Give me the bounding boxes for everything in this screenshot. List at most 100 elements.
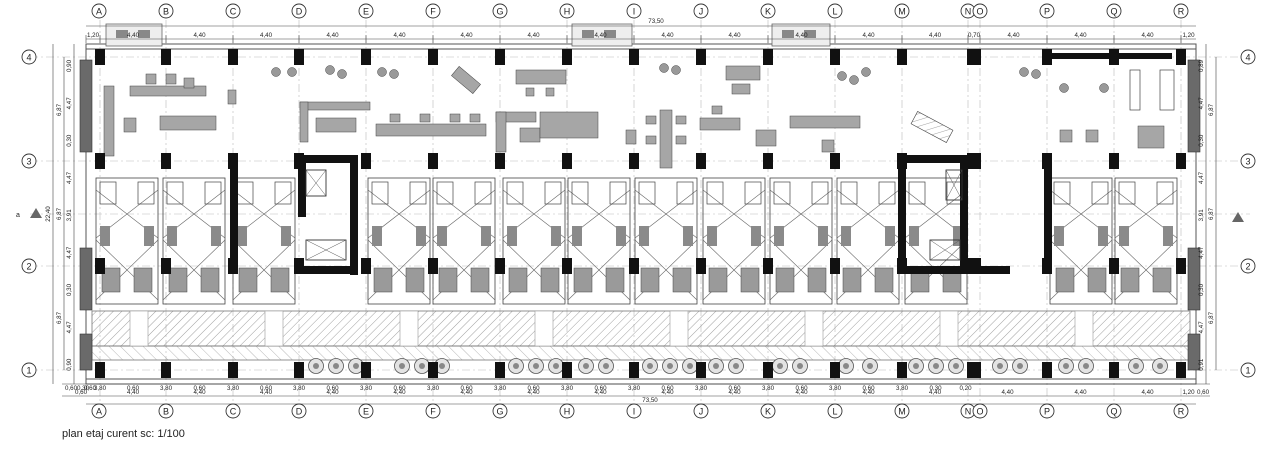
column bbox=[95, 49, 105, 65]
column bbox=[1176, 362, 1186, 378]
sanitary-module bbox=[1114, 177, 1178, 305]
dim-axis-span: 4,40 bbox=[862, 389, 875, 396]
desk bbox=[129, 85, 207, 97]
tree-core bbox=[1083, 363, 1089, 369]
grid-bubble-bottom: K bbox=[760, 403, 776, 419]
end-wall-panel bbox=[79, 333, 93, 371]
dim-bottom-span: 0,30 bbox=[77, 385, 90, 392]
bubble-label: 4 bbox=[26, 53, 31, 63]
column bbox=[696, 362, 706, 378]
dim-top-span: 4,40 bbox=[594, 32, 607, 39]
column bbox=[897, 49, 907, 65]
pingpong-table bbox=[910, 111, 954, 143]
bench bbox=[874, 267, 894, 293]
bubble-label: 1 bbox=[26, 366, 31, 376]
tree-core bbox=[603, 363, 609, 369]
module-frame bbox=[567, 177, 631, 305]
grid-bubble-top: I bbox=[626, 3, 642, 19]
module-frame bbox=[769, 177, 833, 305]
balcony bbox=[105, 23, 163, 47]
grid-bubble-bottom: B bbox=[158, 403, 174, 419]
bubble-circle bbox=[21, 49, 37, 65]
bench bbox=[470, 267, 490, 293]
bench bbox=[842, 267, 862, 293]
wc-cubicle bbox=[676, 181, 694, 205]
grid-bubble-top: B bbox=[158, 3, 174, 19]
bubble-circle bbox=[693, 403, 709, 419]
dim-right-span: 0,89 bbox=[1198, 59, 1205, 72]
sanitary-module bbox=[1049, 177, 1113, 305]
balcony-seat bbox=[604, 30, 616, 38]
desk bbox=[725, 65, 761, 81]
desk bbox=[449, 113, 461, 123]
grid-bubble-top: K bbox=[760, 3, 776, 19]
tree-core bbox=[647, 363, 653, 369]
dim-axis-span: 4,40 bbox=[326, 389, 339, 396]
wc-cubicle bbox=[878, 181, 896, 205]
furniture-layer bbox=[103, 63, 1175, 374]
dim-bottom-span: 0,20 bbox=[959, 385, 972, 392]
chair bbox=[389, 69, 399, 79]
bubble-circle bbox=[425, 3, 441, 19]
bench bbox=[133, 267, 153, 293]
core-wall bbox=[960, 155, 968, 273]
bubble-circle bbox=[225, 3, 241, 19]
grid-bubble-right: 3 bbox=[1240, 153, 1256, 169]
balcony-seat bbox=[582, 30, 594, 38]
column bbox=[161, 362, 171, 378]
balcony bbox=[571, 23, 633, 47]
dim-right-span: 0,30 bbox=[1198, 283, 1205, 296]
fixture bbox=[551, 226, 561, 246]
strip-gap bbox=[669, 310, 689, 347]
desk bbox=[789, 115, 861, 129]
column bbox=[830, 49, 840, 65]
bubble-circle bbox=[1173, 403, 1189, 419]
sanitary-module bbox=[162, 177, 226, 305]
column bbox=[95, 258, 105, 274]
dim-top-span: 4,40 bbox=[1141, 32, 1154, 39]
tree-core bbox=[777, 363, 783, 369]
dim-right-span: 4,47 bbox=[1198, 246, 1205, 259]
bubble-label: I bbox=[633, 7, 636, 17]
dim-bottom-span: 0,60 bbox=[527, 385, 540, 392]
wc-cubicle bbox=[474, 181, 492, 205]
elevator-cross bbox=[305, 169, 327, 197]
desk bbox=[1059, 129, 1073, 143]
shelf bbox=[1159, 69, 1175, 111]
sanitary-module bbox=[95, 177, 159, 305]
fixture bbox=[1098, 226, 1108, 246]
desk bbox=[299, 101, 309, 143]
grid-bubble-bottom: A bbox=[91, 403, 107, 419]
column bbox=[495, 258, 505, 274]
dim-bottom-span: 3,80 bbox=[695, 385, 708, 392]
dim-top-span: 4,40 bbox=[661, 32, 674, 39]
bubble-label: 2 bbox=[26, 262, 31, 272]
bubble-circle bbox=[827, 403, 843, 419]
building-zones bbox=[85, 23, 1197, 385]
sanitary-module bbox=[232, 177, 296, 305]
dim-bottom-span: 3,80 bbox=[896, 385, 909, 392]
core-wall bbox=[970, 266, 1010, 274]
desk bbox=[731, 83, 751, 95]
dim-top-span: 1,20 bbox=[87, 32, 100, 39]
desk bbox=[1137, 125, 1165, 149]
desk bbox=[1085, 129, 1099, 143]
column bbox=[294, 49, 304, 65]
bubble-label: G bbox=[496, 7, 503, 17]
column bbox=[562, 153, 572, 169]
wc-cubicle bbox=[638, 181, 656, 205]
grid-bubble-bottom: P bbox=[1039, 403, 1055, 419]
column bbox=[629, 153, 639, 169]
grid-bubble-bottom: C bbox=[225, 403, 241, 419]
bubble-label: 3 bbox=[26, 157, 31, 167]
bench bbox=[672, 267, 692, 293]
column bbox=[562, 258, 572, 274]
desk bbox=[145, 73, 157, 85]
bubble-circle bbox=[894, 3, 910, 19]
grid-bubble-bottom: F bbox=[425, 403, 441, 419]
fixture bbox=[909, 226, 919, 246]
chair bbox=[1099, 83, 1109, 93]
bubble-label: 2 bbox=[1245, 262, 1250, 272]
bench bbox=[508, 267, 528, 293]
